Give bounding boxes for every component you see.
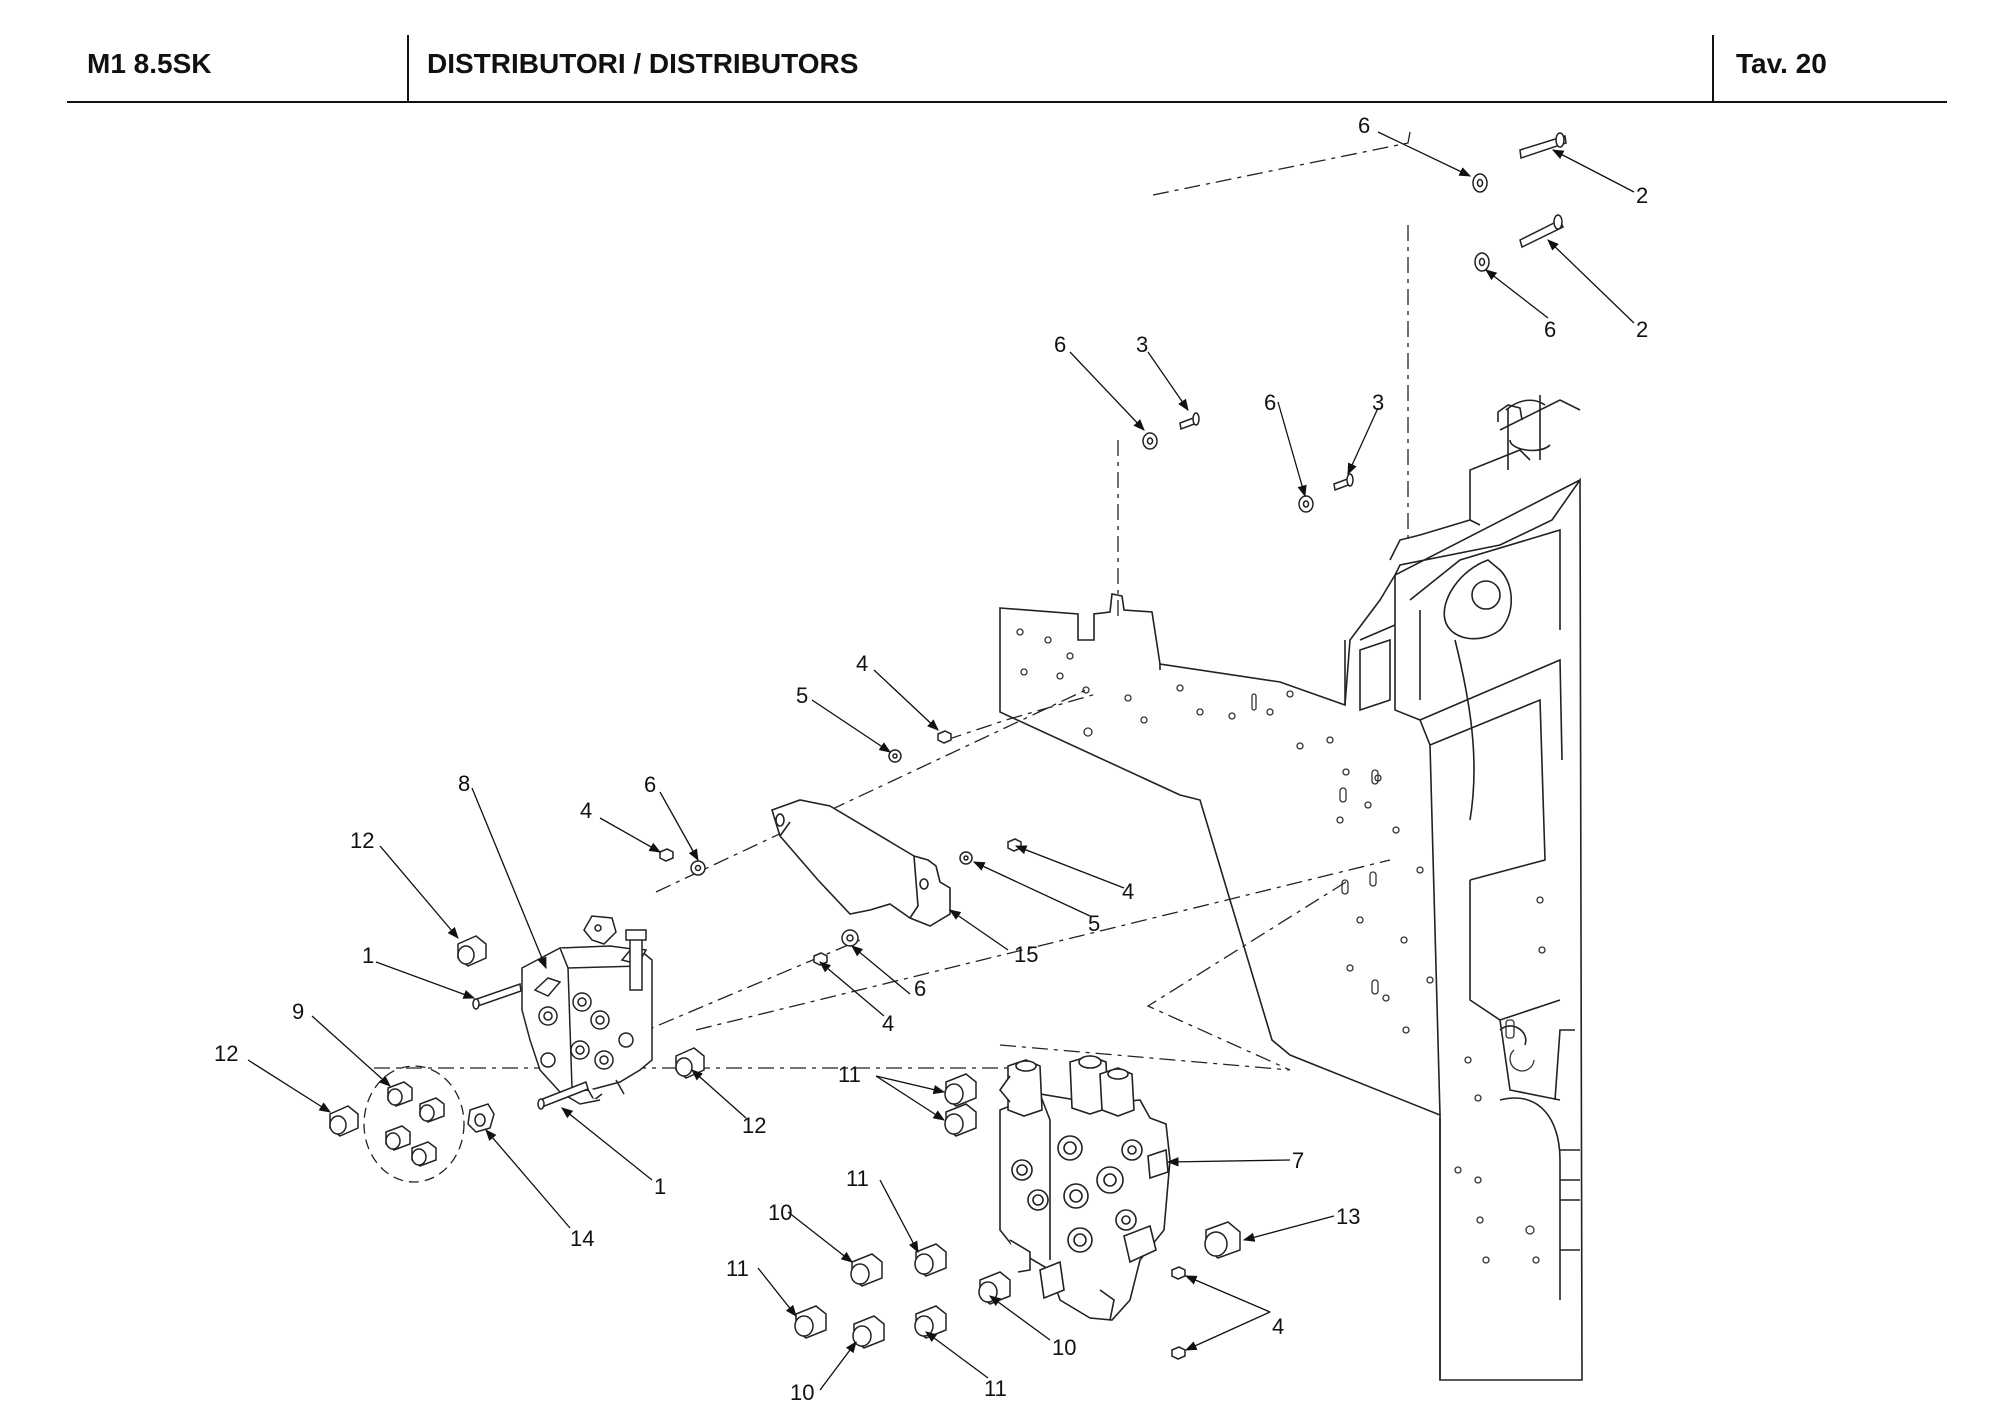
pin-left <box>472 982 589 1110</box>
callout-9: 9 <box>292 999 304 1024</box>
callout-8: 8 <box>458 771 470 796</box>
header-divider-1 <box>407 35 409 102</box>
callout-6: 6 <box>914 976 926 1001</box>
pin-upper <box>1519 132 1567 160</box>
callout-3: 3 <box>1136 332 1148 357</box>
callout-7: 7 <box>1292 1148 1304 1173</box>
table-number: Tav. 20 <box>1736 48 1827 79</box>
callout-2: 2 <box>1636 183 1648 208</box>
callouts: 6 2 6 2 6 3 6 3 4 5 8 4 6 12 4 5 1 15 6 … <box>214 113 1648 1405</box>
callout-11: 11 <box>726 1256 749 1281</box>
fittings-main <box>794 1073 1241 1349</box>
callout-3: 3 <box>1372 390 1384 415</box>
callout-6: 6 <box>644 772 656 797</box>
valve-left <box>521 915 653 1105</box>
callout-10: 10 <box>1052 1335 1076 1360</box>
pin-lower <box>1519 214 1564 249</box>
header: M1 8.5SK DISTRIBUTORI / DISTRIBUTORS Tav… <box>0 0 2000 110</box>
valve-main <box>998 1055 1171 1321</box>
header-rule <box>67 101 1947 103</box>
callout-6: 6 <box>1544 317 1556 342</box>
callout-6: 6 <box>1264 390 1276 415</box>
model-label: M1 8.5SK <box>87 48 212 79</box>
callout-11: 11 <box>838 1062 861 1087</box>
callout-12: 12 <box>742 1113 766 1138</box>
leader-lines <box>247 131 1635 1391</box>
callout-5: 5 <box>796 683 808 708</box>
callout-11: 11 <box>984 1376 1007 1401</box>
callout-6: 6 <box>1358 113 1370 138</box>
callout-14: 14 <box>570 1226 594 1251</box>
fittings-left <box>329 935 705 1167</box>
callout-4: 4 <box>882 1011 894 1036</box>
callout-5: 5 <box>1088 911 1100 936</box>
callout-4: 4 <box>1272 1314 1284 1339</box>
callout-4: 4 <box>856 651 868 676</box>
washers-upper <box>1142 173 1490 513</box>
header-divider-2 <box>1712 35 1714 102</box>
assembly-lines <box>374 131 1411 1071</box>
detail-circle <box>363 1065 465 1183</box>
callout-12: 12 <box>350 828 374 853</box>
callout-11: 11 <box>846 1166 869 1191</box>
callout-4: 4 <box>580 798 592 823</box>
frame-plate <box>999 395 1583 1381</box>
frame-holes <box>1016 628 1546 1264</box>
callout-10: 10 <box>768 1200 792 1225</box>
callout-15: 15 <box>1014 942 1038 967</box>
callout-1: 1 <box>654 1174 666 1199</box>
callout-6: 6 <box>1054 332 1066 357</box>
bracket <box>771 799 951 927</box>
callout-4: 4 <box>1122 879 1134 904</box>
callout-2: 2 <box>1636 317 1648 342</box>
callout-1: 1 <box>362 943 374 968</box>
callout-12: 12 <box>214 1041 238 1066</box>
screws-upper <box>1179 412 1354 492</box>
callout-10: 10 <box>790 1380 814 1405</box>
callout-13: 13 <box>1336 1204 1360 1229</box>
page-title: DISTRIBUTORI / DISTRIBUTORS <box>427 48 859 79</box>
